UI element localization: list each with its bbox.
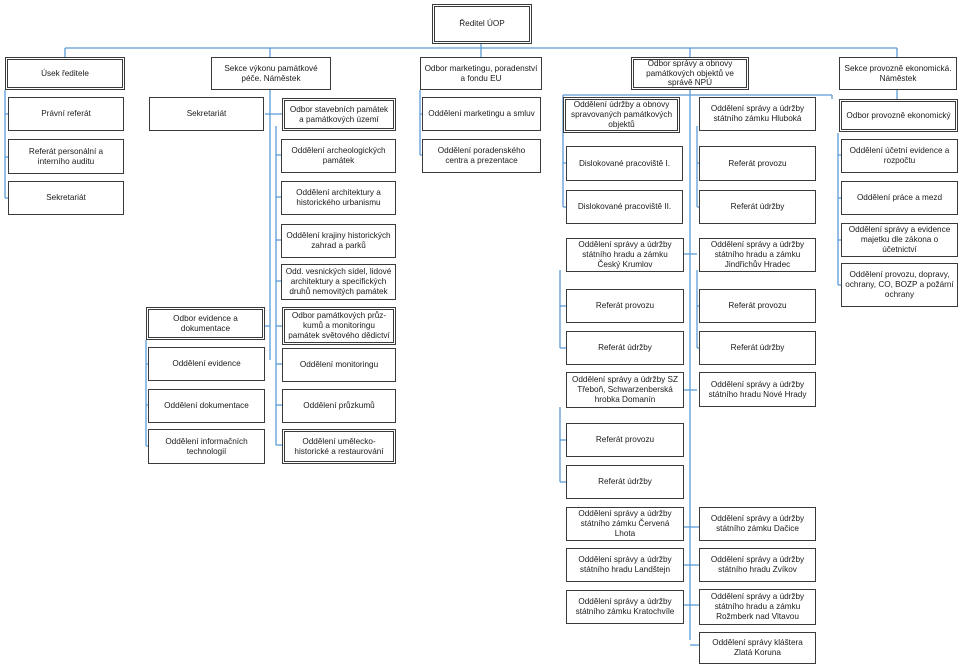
- sekretariat-usek-box: Sekretariát: [8, 181, 124, 215]
- odd-prace-mezd-box: Oddělení práce a mezd: [841, 181, 958, 215]
- dislokovane-1-box: Dislokované pracoviště I.: [566, 146, 683, 181]
- sekretariat-pece-box: Sekretariát: [149, 97, 264, 131]
- dislokovane-2-box: Dislokované pracoviště II.: [566, 190, 683, 224]
- odd-cervena-lhota-box: Oddělení správy a údržby státního zámku …: [566, 507, 684, 541]
- odd-nove-hrady-box: Oddělení správy a údržby státního hradu …: [699, 372, 816, 407]
- director-box: Ředitel ÚOP: [432, 4, 532, 44]
- jh-referat-udrzby-box: Referát údržby: [699, 331, 816, 365]
- odbor-spravy-box: Odbor správy a obnovy památkových objekt…: [631, 57, 749, 90]
- odd-kratochvile-box: Oddělení správy a údržby státního zámku …: [566, 590, 684, 624]
- odd-monitoringu-box: Oddělení monitoringu: [282, 348, 396, 382]
- odd-dokumentace-box: Oddělení dokumentace: [148, 389, 265, 423]
- odbor-pruzkumu-box: Odbor památkových průz-kumů a monitoring…: [282, 307, 396, 345]
- hluboka-referat-provozu-box: Referát provozu: [699, 146, 816, 181]
- odd-udrzby-obnovy-box: Oddělení údržby a obnovy spravovaných pa…: [563, 97, 680, 133]
- sekce-ekonomicka-box: Sekce provozně ekonomická. Náměstek: [839, 57, 957, 90]
- odd-trebon-box: Oddělení správy a údržby SZ Třeboň, Schw…: [566, 372, 684, 408]
- odbor-marketingu-box: Odbor marketingu, poradenství a fondu EU: [420, 57, 542, 90]
- odd-dacice-box: Oddělení správy a údržby státního zámku …: [699, 507, 816, 541]
- odbor-provozne-ekonomicky-box: Odbor provozně ekonomický: [839, 99, 958, 132]
- odd-zlata-koruna-box: Oddělení správy kláštera Zlatá Koruna: [699, 632, 816, 664]
- odbor-evidence-box: Odbor evidence a dokumentace: [146, 307, 265, 340]
- odd-poradenskeho-box: Oddělení poradenského centra a prezentac…: [422, 139, 541, 173]
- jh-referat-provozu-box: Referát provozu: [699, 289, 816, 323]
- odd-architektury-box: Oddělení architektury a historického urb…: [281, 181, 396, 215]
- odbor-stavebnich-box: Odbor stavebních památek a památkových ú…: [282, 98, 396, 131]
- odd-informacnich-technologii-box: Oddělení informačních technologií: [148, 429, 265, 464]
- odd-rozmberk-box: Oddělení správy a údržby státního hradu …: [699, 589, 816, 625]
- odd-vesnickych-sidel-box: Odd. vesnických sídel, lidové architektu…: [281, 264, 396, 300]
- trebon-referat-provozu-box: Referát provozu: [566, 423, 684, 457]
- odd-krajiny-box: Oddělení krajiny historických zahrad a p…: [281, 224, 396, 258]
- odd-provozu-dopravy-box: Oddělení provozu, dopravy, ochrany, CO, …: [841, 263, 958, 307]
- hluboka-referat-udrzby-box: Referát údržby: [699, 190, 816, 224]
- trebon-referat-udrzby-box: Referát údržby: [566, 465, 684, 499]
- odd-pruzkumu-box: Oddělení průzkumů: [282, 389, 396, 423]
- odd-jindrichuv-hradec-box: Oddělení správy a údržby státního hradu …: [699, 238, 816, 272]
- odd-hluboka-box: Oddělení správy a údržby státního zámku …: [699, 97, 816, 131]
- pravni-referat-box: Právní referát: [8, 97, 124, 131]
- odd-umelecko-historicke-box: Oddělení umělecko-historické a restaurov…: [282, 429, 396, 464]
- odd-ucetni-evidence-box: Oddělení účetní evidence a rozpočtu: [841, 139, 958, 173]
- odd-cesky-krumlov-box: Oddělení správy a údržby státního hradu …: [566, 238, 684, 272]
- ck-referat-provozu-box: Referát provozu: [566, 289, 684, 323]
- referat-personalni-box: Referát personální a interního auditu: [8, 139, 124, 174]
- odd-zvikov-box: Oddělení správy a údržby státního hradu …: [699, 548, 816, 582]
- odd-spravy-majetku-box: Oddělení správy a evidence majetku dle z…: [841, 223, 958, 257]
- odd-marketingu-box: Oddělení marketingu a smluv: [422, 97, 541, 131]
- odd-landstejn-box: Oddělení správy a údržby státního hradu …: [566, 548, 684, 582]
- odd-evidence-box: Oddělení evidence: [148, 347, 265, 381]
- ck-referat-udrzby-box: Referát údržby: [566, 331, 684, 365]
- sekce-pece-box: Sekce výkonu památkové péče. Náměstek: [211, 57, 331, 90]
- odd-archeologickych-box: Oddělení archeologických památek: [281, 139, 396, 173]
- usek-reditele-box: Úsek ředitele: [5, 57, 125, 90]
